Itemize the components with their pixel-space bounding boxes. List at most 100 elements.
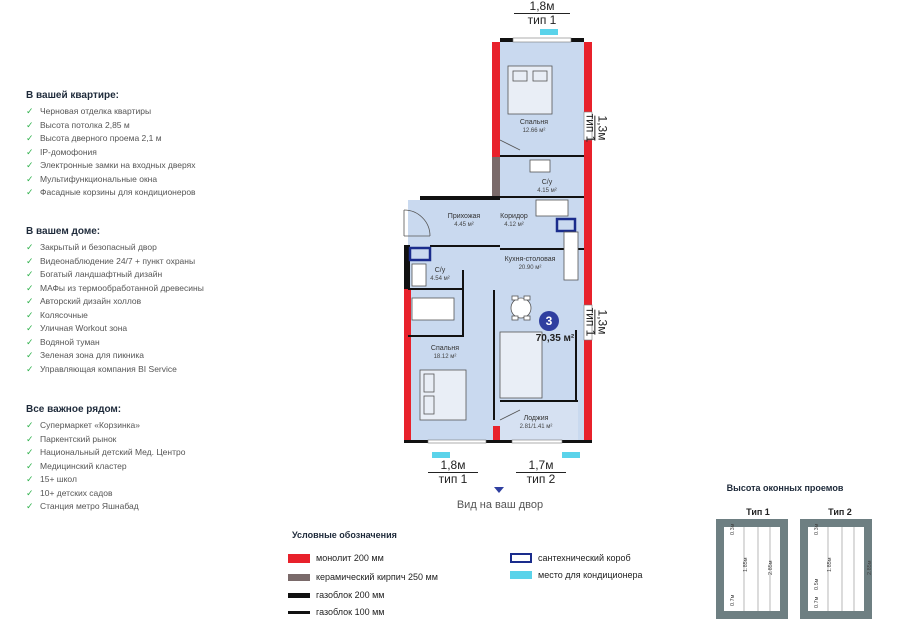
legend-title: Условные обозначения [292,530,397,540]
apartment-feature-item: ✓Мультифункциональные окна [26,173,196,187]
house-feature-item-label: Богатый ландшафтный дизайн [40,269,163,279]
rooms-count-badge [539,311,559,331]
nearby-place-item-label: Станция метро Яшнабад [40,501,139,511]
rooms-count: 3 [545,314,553,328]
house-feature-item: ✓Водяной туман [26,336,204,350]
brick-swatch [288,573,310,581]
legend-monolith: монолит 200 мм [288,553,384,563]
nearby-place-item: ✓Паркентский рынок [26,433,185,447]
view-arrow-icon [494,487,504,493]
total-area: 70,35 м² [535,333,575,344]
type1-frame [716,519,788,619]
type2-dim-window: 1.85м [827,557,833,573]
check-icon: ✓ [26,487,34,498]
apartment-feature-item-label: Черновая отделка квартиры [40,106,152,116]
apartment-features-title: В вашей квартире: [26,90,120,101]
nearby-place-item: ✓ Станция метро Яшнабад [26,500,185,514]
house-feature-item: ✓Авторский дизайн холлов [26,295,204,309]
nearby-features: Все важное рядом: ✓Супермаркет «Корзинка… [26,404,185,514]
block-100-swatch [288,610,310,614]
nearby-place-item: ✓15+ школ [26,473,185,487]
apartment-feature-item-label: Мультифункциональные окна [40,173,158,184]
check-icon: ✓ [26,106,34,116]
nearby-place-item-label: Супермаркет «Корзинка» [40,420,140,430]
nearby-place-item-label: Национальный детский Мед. Центро [40,447,186,457]
type2-label: Тип 2 [828,507,852,517]
plumbing-swatch [510,553,532,563]
house-feature-item: ✓Уличная Workout зона [26,322,204,336]
monolith-swatch [288,553,310,563]
check-icon: ✓ [26,350,34,360]
monolith-walls [404,42,592,442]
house-features-list: ✓ Закрытый и безопасный двор ✓ Видеонаблюде… [26,241,204,376]
type1-dim-window: 1.85м [743,557,749,573]
check-icon: ✓ [26,501,34,511]
check-icon: ✓ [26,269,34,279]
apartment-feature-item: ✓Высота потолка 2,85 м [26,119,196,133]
apartment-feature-item-label: IP-домофония [40,146,97,157]
apartment-feature-item-label: Высота дверного проема 2,1 м [40,133,162,143]
apartment-feature-item: ✓ IP-домофония [26,146,196,160]
apartment-features-list: ✓ Черновая отделка квартиры ✓Высота потолк… [26,105,196,200]
nearby-place-item-label: 10+ детских садов [40,487,113,498]
house-feature-item-label: Закрытый и безопасный двор [40,242,157,252]
check-icon: ✓ [26,160,34,170]
nearby-place-item: ✓ 10+ детских садов [26,487,185,501]
apartment-feature-item: ✓ Черновая отделка квартиры [26,105,196,119]
plumbing-boxes [408,217,577,262]
check-icon: ✓ [26,187,34,197]
doors [403,139,521,421]
nearby-place-item: ✓ Медицинский кластер [26,460,185,474]
window-heights-title: Высота оконных проемов [726,483,844,493]
legend-block-100: газоблок 100 мм [288,607,384,617]
type1-dim-total: 2.85м [768,560,774,576]
check-icon: ✓ [26,433,34,444]
apartment-features: В вашей квартире: ✓ Черновая отделка квар… [26,90,196,200]
check-icon: ✓ [26,474,34,484]
check-icon: ✓ [26,323,34,333]
house-feature-item-label: Зеленая зона для пикника [40,350,144,360]
house-feature-item-label: МАФы из термообработанной древесины [40,282,204,293]
type1-dim-top: 0.3м [730,523,736,535]
check-icon: ✓ [26,460,34,471]
house-features: В вашем доме: ✓ Закрытый и безопасный дво… [26,226,204,376]
house-feature-item: ✓ Богатый ландшафтный дизайн [26,268,204,282]
ac-places [432,29,580,458]
type2-dim-mid: 0.5м [814,578,820,590]
house-feature-item: ✓Колясочные [26,309,204,323]
type2-dim-total: 2.85м [867,560,873,576]
type2-dim-top: 0.3м [814,523,820,535]
check-icon: ✓ [26,420,34,430]
check-icon: ✓ [26,242,34,252]
window-openings [427,37,593,444]
nearby-place-item-label: Медицинский кластер [40,460,127,471]
house-feature-item: ✓ Зеленая зона для пикника [26,349,204,363]
legend-ac: место для кондиционера [510,570,643,580]
nearby-place-item: ✓Национальный детский Мед. Центро [26,446,185,460]
type1-label: Тип 1 [746,507,770,517]
brick-walls [492,157,500,199]
house-feature-item: ✓ Закрытый и безопасный двор [26,241,204,255]
nearby-place-item: ✓ Супермаркет «Корзинка» [26,419,185,433]
house-feature-item-label: Водяной туман [40,336,100,347]
apartment-feature-item: ✓Фасадные корзины для кондиционеров [26,186,196,200]
house-feature-item-label: Видеонаблюдение 24/7 + пункт охраны [40,255,196,266]
apartment-feature-item: ✓Электронные замки на входных дверях [26,159,196,173]
check-icon: ✓ [26,309,34,320]
check-icon: ✓ [26,146,34,157]
house-features-title: В вашем доме: [26,226,101,237]
type2-frame [800,519,872,619]
house-feature-item-label: Управляющая компания BI Service [40,363,177,374]
house-feature-item-label: Авторский дизайн холлов [40,296,142,306]
